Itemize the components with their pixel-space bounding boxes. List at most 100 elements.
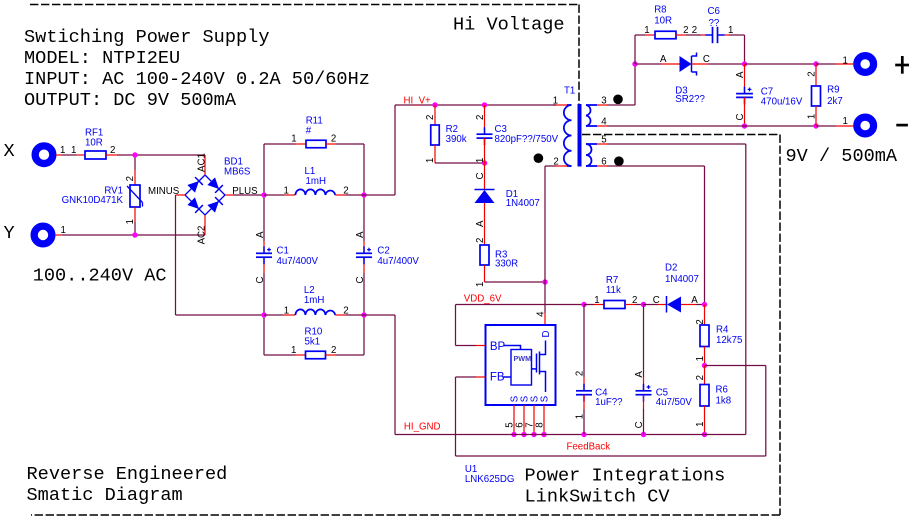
svg-text:C: C bbox=[653, 295, 660, 306]
svg-text:1: 1 bbox=[695, 422, 706, 427]
svg-text:1: 1 bbox=[71, 145, 76, 156]
svg-text:1: 1 bbox=[475, 282, 486, 287]
svg-text:R9: R9 bbox=[827, 84, 839, 95]
svg-text:VDD_6V: VDD_6V bbox=[464, 294, 502, 305]
svg-text:X: X bbox=[4, 141, 15, 162]
svg-text:R4: R4 bbox=[716, 324, 729, 335]
svg-text:C: C bbox=[355, 277, 366, 284]
svg-text:390k: 390k bbox=[446, 134, 467, 145]
svg-text:2: 2 bbox=[807, 71, 818, 76]
svg-text:Smatic Diagram: Smatic Diagram bbox=[27, 485, 183, 506]
svg-text:C6: C6 bbox=[708, 6, 720, 17]
svg-text:A: A bbox=[634, 371, 645, 378]
svg-text:AC2: AC2 bbox=[197, 226, 208, 245]
svg-text:PWM: PWM bbox=[514, 354, 532, 363]
svg-text:2: 2 bbox=[695, 375, 706, 380]
svg-text:1: 1 bbox=[695, 356, 706, 361]
svg-text:5: 5 bbox=[505, 422, 516, 427]
svg-text:#: # bbox=[306, 125, 312, 136]
svg-text:L2: L2 bbox=[304, 285, 315, 296]
svg-text:RF1: RF1 bbox=[85, 128, 103, 139]
svg-text:R11: R11 bbox=[306, 116, 323, 127]
svg-text:8: 8 bbox=[535, 422, 546, 427]
svg-text:C5: C5 bbox=[656, 387, 668, 398]
svg-text:330R: 330R bbox=[495, 258, 518, 269]
svg-text:12k75: 12k75 bbox=[716, 335, 742, 346]
svg-text:R6: R6 bbox=[716, 385, 728, 396]
svg-text:3: 3 bbox=[601, 96, 606, 107]
svg-text:C2: C2 bbox=[377, 246, 389, 257]
svg-text:1: 1 bbox=[728, 25, 733, 36]
svg-text:FB: FB bbox=[490, 372, 505, 384]
svg-text:S: S bbox=[529, 395, 540, 402]
svg-text:2: 2 bbox=[553, 157, 558, 168]
svg-text:S: S bbox=[509, 395, 520, 402]
svg-text:11k: 11k bbox=[606, 285, 621, 296]
svg-text:??: ?? bbox=[709, 18, 720, 29]
svg-text:2: 2 bbox=[425, 115, 436, 120]
svg-text:LinkSwitch CV: LinkSwitch CV bbox=[525, 486, 671, 507]
svg-text:2: 2 bbox=[343, 306, 348, 317]
svg-text:10R: 10R bbox=[654, 16, 672, 27]
svg-text:1: 1 bbox=[553, 96, 558, 107]
svg-text:D2: D2 bbox=[665, 262, 677, 273]
svg-text:1: 1 bbox=[843, 116, 848, 127]
svg-text:C7: C7 bbox=[761, 86, 773, 97]
svg-text:2: 2 bbox=[632, 295, 637, 306]
svg-text:D3: D3 bbox=[675, 85, 687, 96]
svg-text:1: 1 bbox=[60, 145, 65, 156]
svg-text:2: 2 bbox=[331, 134, 336, 145]
svg-text:2: 2 bbox=[695, 319, 706, 324]
svg-text:OUTPUT: DC 9V 500mA: OUTPUT: DC 9V 500mA bbox=[24, 90, 237, 111]
svg-text:2: 2 bbox=[331, 345, 336, 356]
svg-text:C3: C3 bbox=[495, 124, 507, 135]
svg-text:9V / 500mA: 9V / 500mA bbox=[786, 146, 898, 167]
svg-text:AC1: AC1 bbox=[197, 153, 208, 172]
svg-text:1: 1 bbox=[644, 25, 649, 36]
svg-text:1: 1 bbox=[807, 114, 818, 119]
svg-text:Power Integrations: Power Integrations bbox=[525, 465, 726, 486]
svg-text:R8: R8 bbox=[654, 5, 666, 16]
svg-text:1mH: 1mH bbox=[304, 295, 324, 306]
svg-text:1: 1 bbox=[291, 345, 296, 356]
svg-text:C: C bbox=[475, 173, 486, 180]
svg-text:S: S bbox=[539, 395, 550, 402]
svg-text:2: 2 bbox=[683, 25, 688, 36]
svg-text:2k7: 2k7 bbox=[827, 96, 843, 107]
svg-text:C: C bbox=[703, 54, 710, 65]
svg-text:100..240V AC: 100..240V AC bbox=[33, 265, 167, 286]
svg-text:6: 6 bbox=[601, 157, 606, 168]
svg-text:Y: Y bbox=[4, 223, 15, 244]
svg-text:MODEL: NTPI2EU: MODEL: NTPI2EU bbox=[24, 48, 180, 69]
svg-text:LNK625DG: LNK625DG bbox=[465, 474, 515, 485]
svg-text:1: 1 bbox=[291, 134, 296, 145]
svg-text:Swtiching Power Supply: Swtiching Power Supply bbox=[24, 27, 269, 48]
svg-text:4u7/50V: 4u7/50V bbox=[656, 397, 693, 408]
svg-text:RV1: RV1 bbox=[104, 186, 123, 197]
svg-text:A: A bbox=[660, 54, 667, 65]
svg-text:1: 1 bbox=[575, 414, 586, 419]
svg-text:1N4007: 1N4007 bbox=[506, 198, 540, 209]
svg-text:1: 1 bbox=[425, 158, 436, 163]
svg-text:1: 1 bbox=[475, 158, 486, 163]
svg-text:U1: U1 bbox=[465, 464, 477, 475]
svg-text:4: 4 bbox=[601, 117, 607, 128]
svg-text:R10: R10 bbox=[305, 327, 323, 338]
svg-text:A: A bbox=[735, 71, 746, 78]
svg-text:C: C bbox=[735, 114, 746, 121]
svg-text:C: C bbox=[255, 277, 266, 284]
svg-text:1: 1 bbox=[61, 225, 66, 236]
svg-text:HI_V+: HI_V+ bbox=[404, 96, 432, 107]
svg-text:1: 1 bbox=[594, 295, 599, 306]
svg-text:Reverse Engineered: Reverse Engineered bbox=[27, 464, 228, 485]
svg-text:T1: T1 bbox=[564, 86, 575, 97]
svg-text:4u7/400V: 4u7/400V bbox=[277, 256, 319, 267]
svg-text:2: 2 bbox=[125, 176, 136, 181]
svg-text:10R: 10R bbox=[85, 138, 103, 149]
svg-text:820pF??/750V: 820pF??/750V bbox=[495, 134, 559, 145]
svg-text:INPUT: AC 100-240V 0.2A 50/60H: INPUT: AC 100-240V 0.2A 50/60Hz bbox=[24, 69, 370, 90]
svg-text:1uF??: 1uF?? bbox=[595, 397, 623, 408]
svg-text:A: A bbox=[691, 295, 698, 306]
svg-text:MINUS: MINUS bbox=[148, 186, 180, 197]
svg-text:SR2??: SR2?? bbox=[675, 94, 705, 105]
